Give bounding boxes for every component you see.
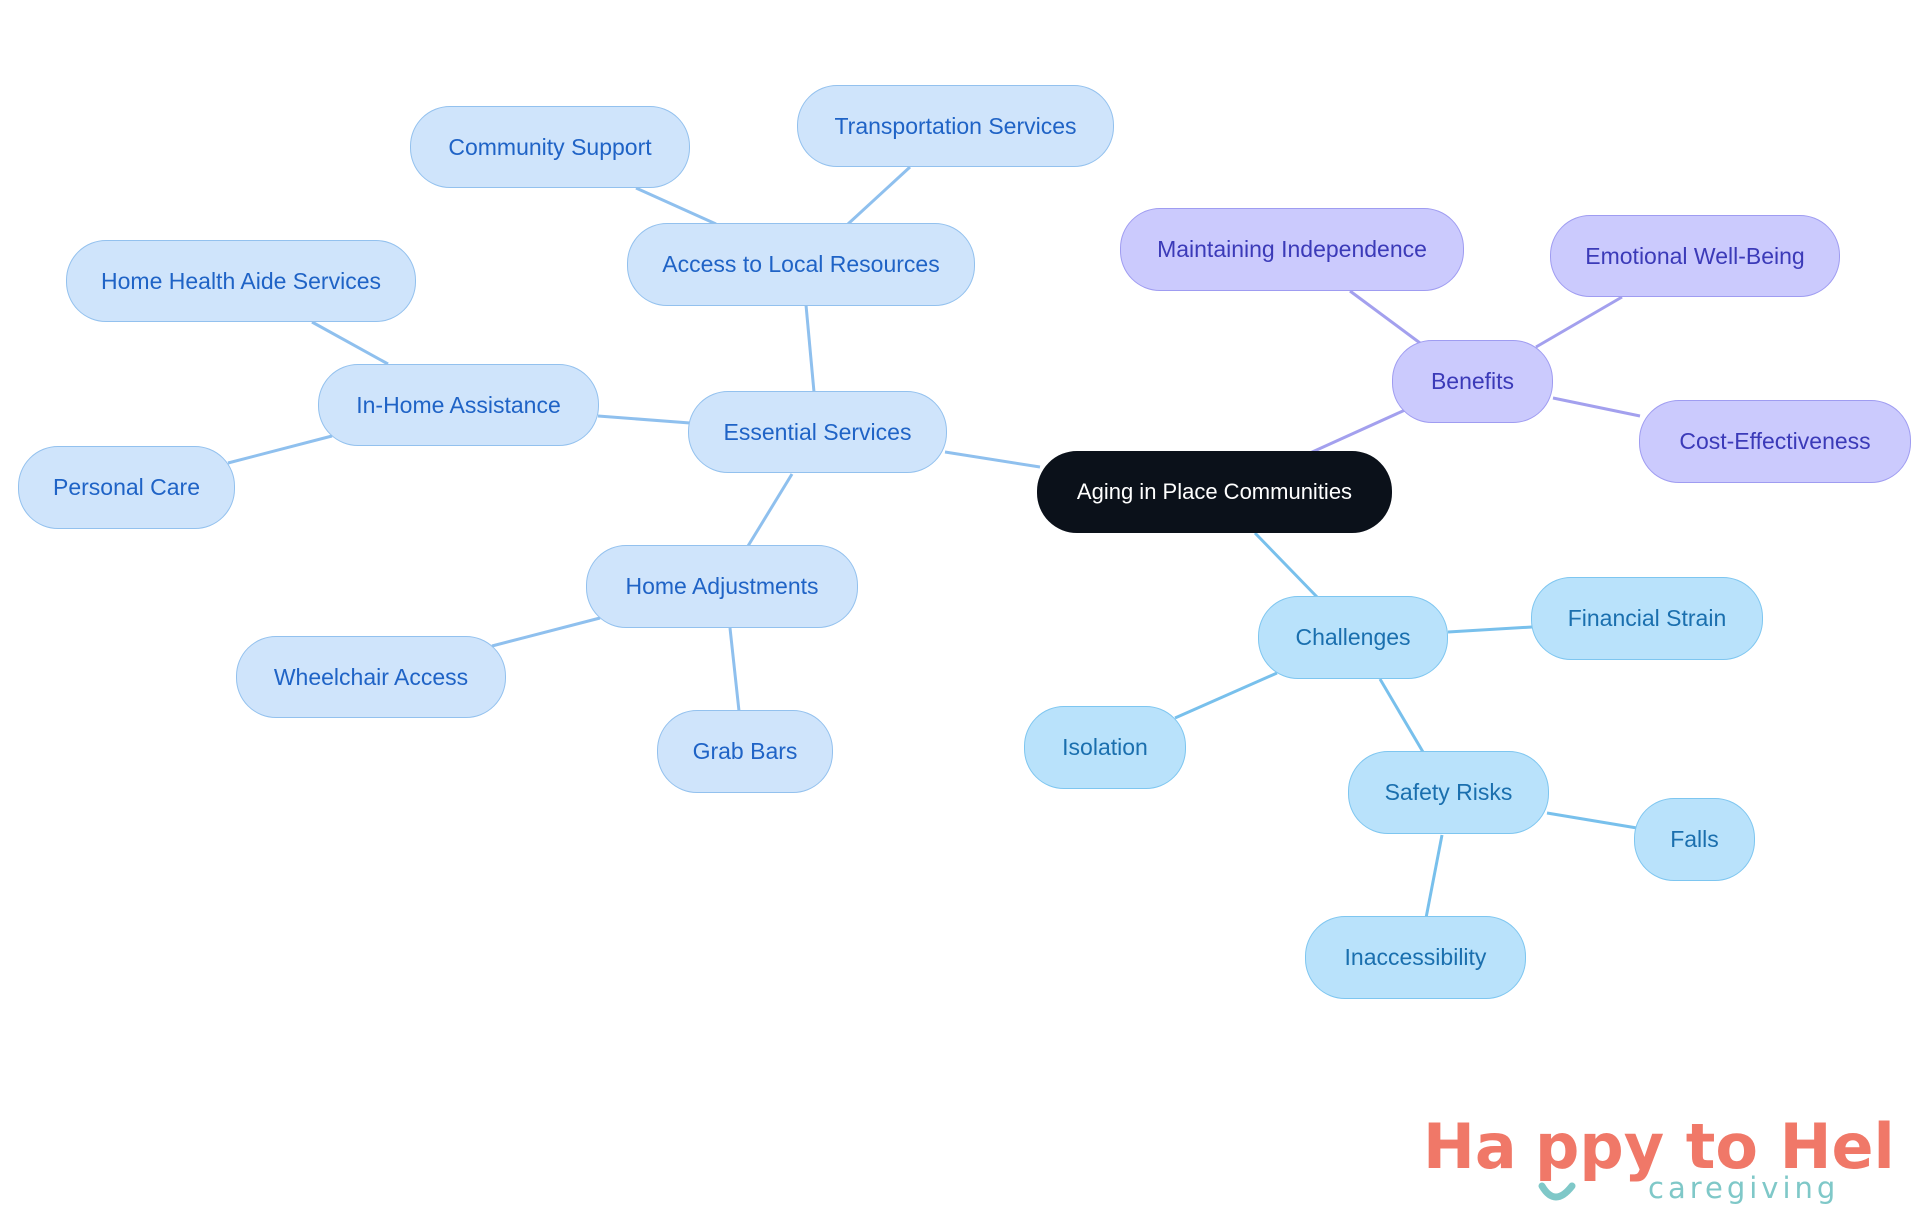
edge-safety-falls [1546,811,1638,830]
node-isolation[interactable]: Isolation [1024,706,1186,789]
node-safety-risks[interactable]: Safety Risks [1348,751,1549,834]
node-personal-care[interactable]: Personal Care [18,446,235,529]
edge-essential-access [804,304,816,393]
edge-benefits-emotional [1535,295,1623,349]
edge-benefits-independence [1349,289,1421,345]
edge-root-challenges [1253,531,1320,600]
node-cost-effectiveness[interactable]: Cost-Effectiveness [1639,400,1911,483]
edge-root-essential [944,450,1041,469]
node-in-home-assistance[interactable]: In-Home Assistance [318,364,599,446]
edge-essential-inhome [597,414,691,425]
smile-icon [1538,1182,1576,1201]
node-community-support[interactable]: Community Support [410,106,690,188]
logo-title-part1: Ha [1423,1110,1517,1183]
node-financial-strain[interactable]: Financial Strain [1531,577,1763,660]
happy-to-help-logo: Ha ppy to Help caregiving [1423,1110,1890,1205]
node-falls[interactable]: Falls [1634,798,1755,881]
edge-inhome-healthaide [311,320,389,366]
node-wheelchair-access[interactable]: Wheelchair Access [236,636,506,718]
edge-challenges-financial [1447,625,1533,634]
edge-challenges-isolation [1174,671,1278,720]
node-access-to-local-resources[interactable]: Access to Local Resources [627,223,975,306]
node-essential-services[interactable]: Essential Services [688,391,947,473]
edge-access-community [635,186,717,226]
edge-safety-inaccess [1424,834,1444,919]
edge-essential-homeadj [746,473,794,547]
edge-benefits-cost [1552,396,1641,418]
logo-subtitle: caregiving [1648,1171,1839,1205]
node-maintaining-independence[interactable]: Maintaining Independence [1120,208,1464,291]
node-home-adjustments[interactable]: Home Adjustments [586,545,858,628]
node-home-health-aide-services[interactable]: Home Health Aide Services [66,240,416,322]
root-node-aging-in-place[interactable]: Aging in Place Communities [1037,451,1392,533]
node-grab-bars[interactable]: Grab Bars [657,710,833,793]
edge-homeadj-wheelchair [491,616,601,648]
edge-challenges-safety [1378,678,1425,753]
edge-root-benefits [1309,408,1406,455]
edge-inhome-personal [227,434,333,465]
edge-homeadj-grabbars [728,627,741,712]
node-benefits[interactable]: Benefits [1392,340,1553,423]
logo-title-part2: ppy to Help [1535,1110,1890,1183]
node-emotional-well-being[interactable]: Emotional Well-Being [1550,215,1840,297]
edge-access-transport [846,165,912,226]
node-inaccessibility[interactable]: Inaccessibility [1305,916,1526,999]
node-challenges[interactable]: Challenges [1258,596,1448,679]
node-transportation-services[interactable]: Transportation Services [797,85,1114,167]
